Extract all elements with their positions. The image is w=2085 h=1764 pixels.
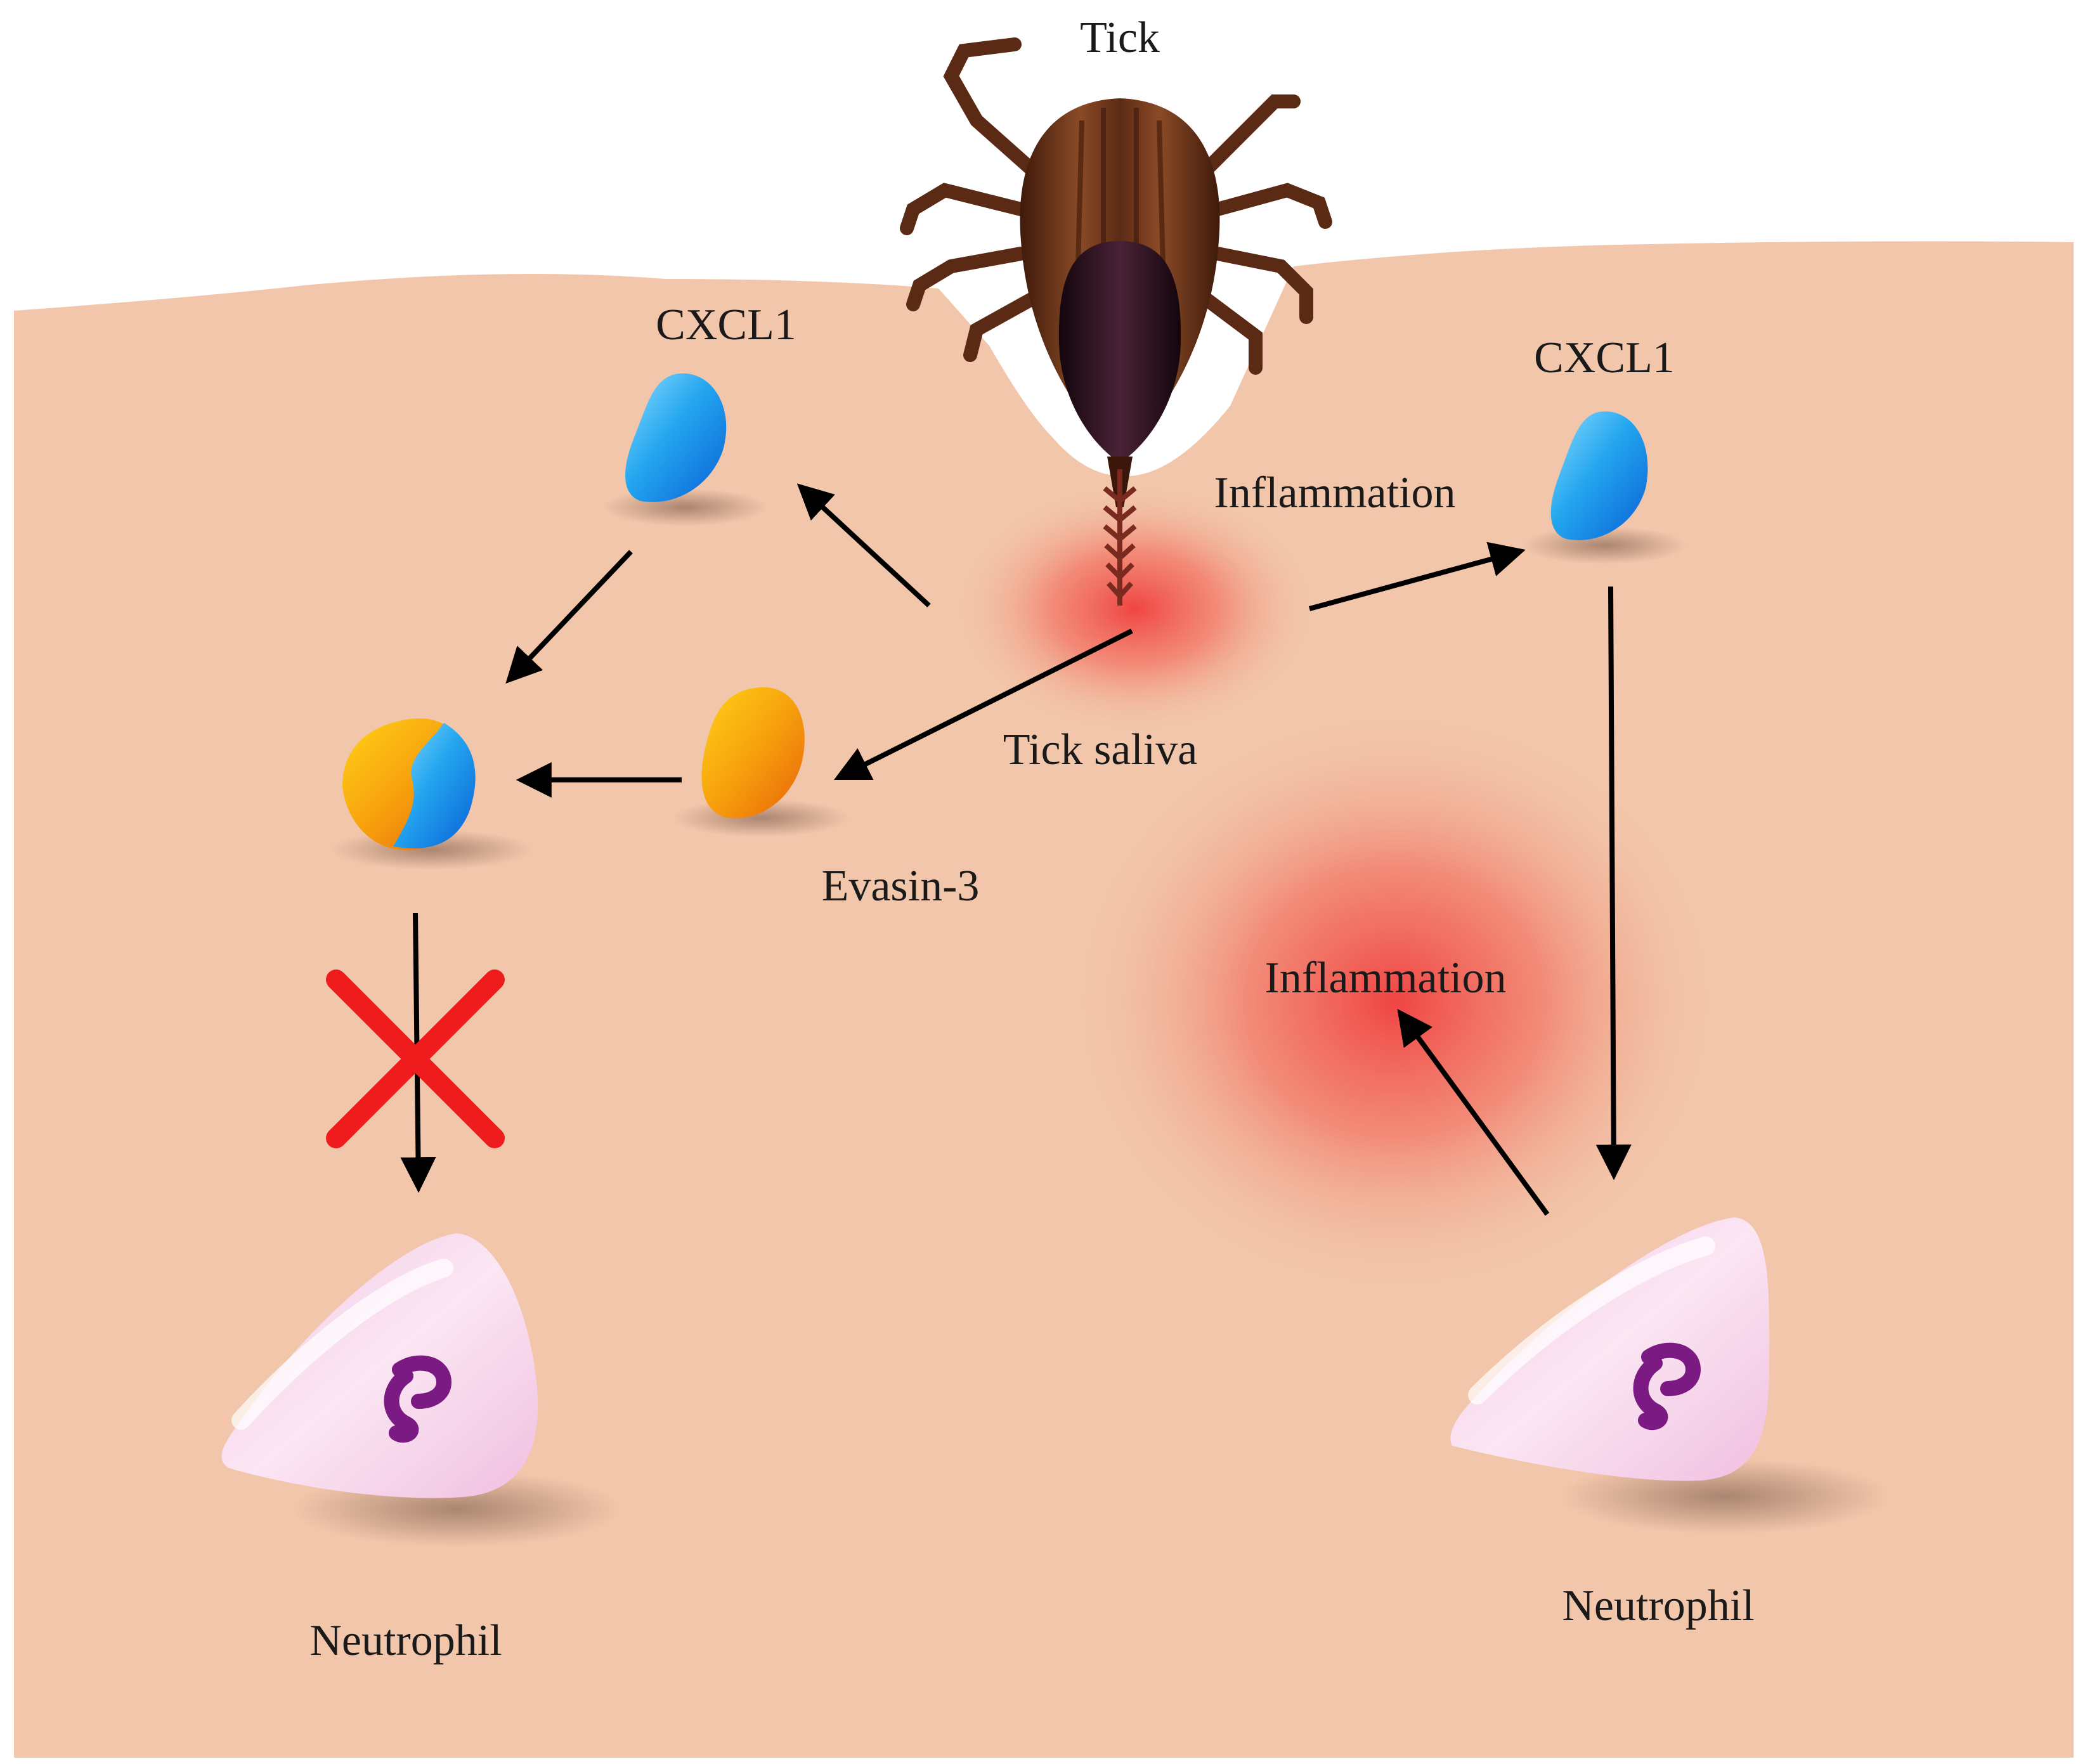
arrow-saliva-to-evasin [833, 628, 1133, 781]
arrow-cxcl1-to-neutrophil-right [1595, 586, 1632, 1181]
label-tick-saliva: Tick saliva [1003, 725, 1198, 774]
arrow-inflam-to-cxcl1-right [1308, 542, 1526, 611]
cxcl1-left-protein [625, 373, 727, 502]
label-neutrophil-left: Neutrophil [309, 1616, 502, 1665]
neutrophil-left-nucleus [384, 1355, 452, 1443]
cross-icon [326, 970, 505, 1148]
label-evasin: Evasin-3 [822, 862, 980, 911]
neutrophil-left-cell [221, 1233, 538, 1498]
neutrophil-right-cell [1450, 1217, 1770, 1481]
tick-icon [900, 37, 1332, 606]
arrow-inflam-to-cxcl1-left [796, 483, 931, 607]
arrow-cxcl1-to-complex [505, 550, 633, 684]
inflammation-glow-mid [1065, 704, 1725, 1300]
label-tick: Tick [1080, 13, 1160, 62]
evasin-protein [701, 687, 805, 819]
label-cxcl1-left: CXCL1 [656, 301, 796, 349]
label-inflammation-mid: Inflammation [1264, 954, 1506, 1002]
label-neutrophil-right: Neutrophil [1562, 1581, 1754, 1630]
neutrophil-right-nucleus [1633, 1342, 1701, 1430]
cxcl1-right-protein [1550, 411, 1648, 540]
label-inflammation-top: Inflammation [1214, 469, 1455, 517]
label-cxcl1-right: CXCL1 [1534, 334, 1675, 382]
inflammation-glow-top [951, 482, 1319, 736]
protein-complex-icon [342, 718, 476, 850]
arrow-neutrophil-to-inflammation [1397, 1008, 1550, 1216]
